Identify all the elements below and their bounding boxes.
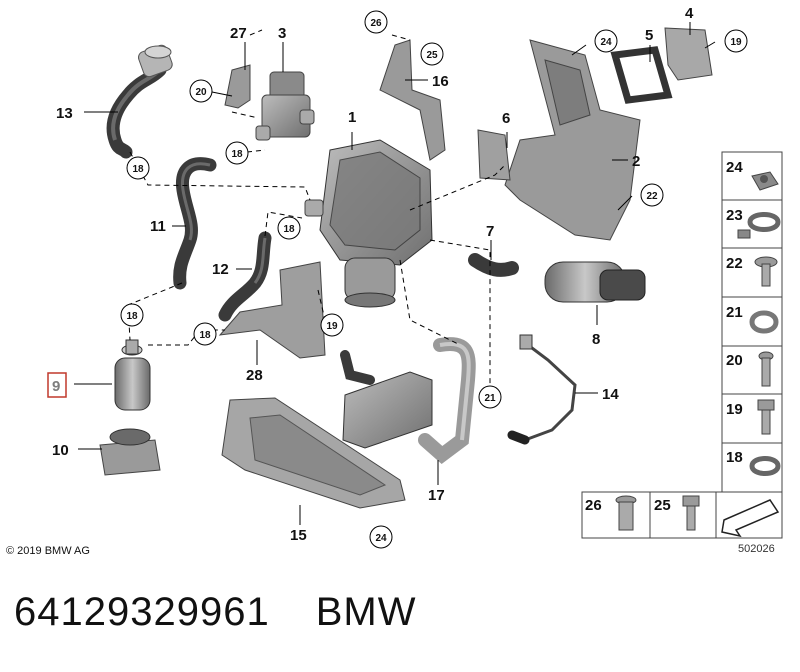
bracket-2-drawing (504, 39, 641, 241)
svg-text:18: 18 (283, 224, 295, 235)
bracket-28-drawing (218, 261, 326, 359)
callout-10: 10 (52, 442, 69, 459)
hex-screw-icon (682, 495, 700, 531)
callout-13: 13 (56, 105, 73, 122)
highlight-box-9 (47, 372, 67, 398)
circled-24-b: 24 (369, 525, 393, 549)
legend-18: 18 (726, 449, 743, 466)
circled-25: 25 (420, 42, 444, 66)
exhaust-17-drawing (340, 337, 476, 465)
legend-side: 24 23 22 21 20 19 18 (721, 151, 783, 493)
sensor-14-drawing (507, 334, 577, 445)
svg-text:18: 18 (126, 311, 138, 322)
hose-12-drawing (218, 231, 272, 322)
legend-bottom: 26 25 (581, 491, 783, 539)
circled-18-a: 18 (126, 156, 150, 180)
callout-28: 28 (246, 367, 263, 384)
callout-4: 4 (685, 5, 694, 22)
pump-9-drawing (114, 339, 151, 411)
callout-16: 16 (432, 73, 449, 90)
callout-5: 5 (645, 27, 653, 44)
svg-text:26: 26 (370, 18, 382, 29)
caption: 64129329961 BMW (14, 590, 416, 635)
svg-text:24: 24 (600, 37, 612, 48)
legend-24: 24 (726, 159, 743, 176)
circled-18-d: 18 (120, 303, 144, 327)
circled-19-b: 19 (320, 313, 344, 337)
part-number: 64129329961 (14, 590, 270, 634)
callout-12: 12 (212, 261, 229, 278)
svg-text:25: 25 (426, 50, 438, 61)
hose-11-drawing (173, 157, 217, 290)
callout-2: 2 (632, 153, 640, 170)
cover-4-drawing (664, 27, 713, 81)
legend-23: 23 (726, 207, 743, 224)
copyright-text: © 2019 BMW AG (6, 545, 90, 557)
circled-18-c: 18 (277, 216, 301, 240)
svg-text:21: 21 (484, 393, 496, 404)
bracket-16-drawing (379, 39, 446, 161)
holder-10-drawing (99, 428, 161, 476)
callout-9: 9 (52, 378, 60, 395)
callout-1: 1 (348, 109, 356, 126)
leader-lines (74, 22, 716, 525)
circled-26: 26 (364, 10, 388, 34)
svg-text:19: 19 (730, 37, 742, 48)
bracket-27-drawing (224, 64, 251, 109)
clamp-icon (749, 310, 779, 334)
svg-text:19: 19 (326, 321, 338, 332)
brand-name: BMW (315, 590, 417, 634)
svg-text:18: 18 (231, 149, 243, 160)
circled-24-a: 24 (594, 29, 618, 53)
callout-11: 11 (150, 218, 166, 235)
circled-20: 20 (189, 79, 213, 103)
callout-8: 8 (592, 331, 600, 348)
part-drawings (99, 27, 713, 509)
legend-26: 26 (585, 497, 602, 514)
flange-screw-icon (754, 256, 778, 287)
hose-13-drawing (106, 44, 173, 159)
svg-text:18: 18 (199, 330, 211, 341)
hex-bolt-icon (757, 399, 775, 435)
circled-18-b: 18 (225, 141, 249, 165)
callout-7: 7 (486, 223, 494, 240)
legend-25: 25 (654, 497, 671, 514)
rivet-nut-icon (615, 495, 637, 531)
svg-text:22: 22 (646, 191, 658, 202)
svg-text:24: 24 (375, 533, 387, 544)
circled-22: 22 (640, 183, 664, 207)
legend-20: 20 (726, 352, 743, 369)
spring-clamp-icon (749, 456, 781, 476)
diagram-number: 502026 (738, 543, 775, 555)
callout-labels: 1 2 3 4 5 6 7 8 10 11 12 13 14 15 16 17 … (47, 5, 694, 544)
gasket-5-drawing (610, 46, 673, 104)
svg-text:18: 18 (132, 164, 144, 175)
arrow-symbol-icon (721, 499, 780, 538)
hose-clamp-icon (747, 212, 781, 232)
screw-icon (758, 351, 774, 387)
callout-27: 27 (230, 25, 247, 42)
hose-7-drawing (468, 253, 519, 277)
callout-17: 17 (428, 487, 445, 504)
callout-6: 6 (502, 110, 510, 127)
circled-19-a: 19 (724, 29, 748, 53)
circled-callouts: 18 18 18 18 18 20 26 25 24 19 22 19 21 2… (120, 10, 748, 549)
circled-18-e: 18 (193, 322, 217, 346)
heater-1-drawing (304, 139, 433, 308)
callout-14: 14 (602, 386, 619, 403)
legend-19: 19 (726, 401, 743, 418)
callout-15: 15 (290, 527, 307, 544)
svg-text:20: 20 (195, 87, 207, 98)
valve-3-drawing (255, 71, 315, 141)
circled-21: 21 (478, 385, 502, 409)
legend-21: 21 (726, 304, 743, 321)
pump-8-drawing (544, 261, 646, 303)
callout-3: 3 (278, 25, 286, 42)
plate-6-drawing (477, 129, 511, 181)
legend-22: 22 (726, 255, 743, 272)
